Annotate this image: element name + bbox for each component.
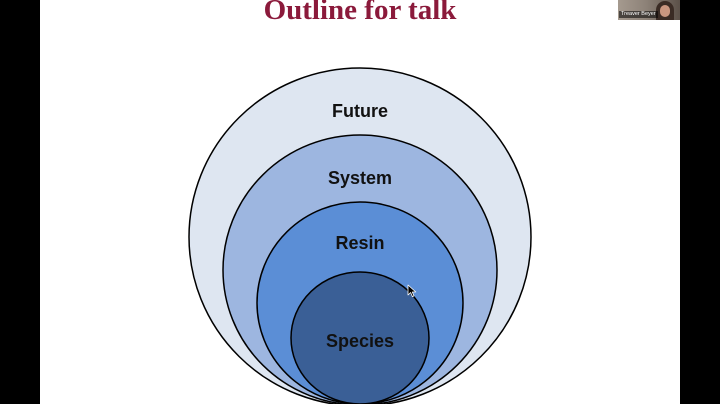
circle-label-species: Species: [326, 331, 394, 351]
participant-video-thumbnail[interactable]: Treaver Beyer: [618, 0, 680, 20]
participant-name-label: Treaver Beyer: [619, 11, 658, 18]
mouse-pointer-icon: [407, 284, 417, 298]
circle-label-future: Future: [332, 101, 388, 121]
nested-circles-diagram: Future System Resin Species: [40, 0, 680, 404]
presentation-slide: Outline for talk Future System Resin Spe…: [40, 0, 680, 404]
participant-face: [660, 5, 670, 17]
circle-label-resin: Resin: [335, 233, 384, 253]
circle-label-system: System: [328, 168, 392, 188]
